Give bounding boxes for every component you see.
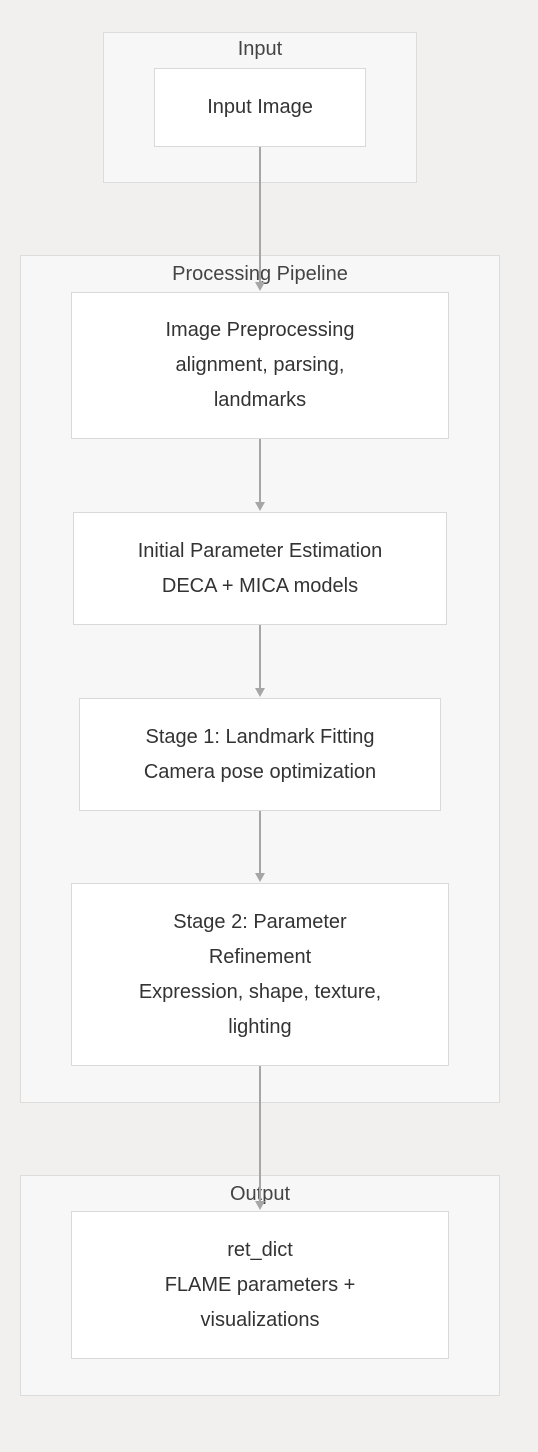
node-input-image-text: Input Image [207, 90, 313, 125]
node-ret-dict-line-2: FLAME parameters + [164, 1273, 356, 1296]
node-initial-parameter-estimation-line-2: DECA + MICA models [161, 574, 359, 597]
node-image-preprocessing: Image Preprocessing alignment, parsing, … [71, 292, 449, 439]
node-ret-dict-text: ret_dict FLAME parameters + visualizatio… [165, 1233, 356, 1338]
node-image-preprocessing-line-3: landmarks [213, 389, 307, 411]
cluster-input-label: Input [237, 38, 283, 60]
node-stage2-line-1: Stage 2: Parameter [173, 910, 347, 933]
node-stage1-line-1: Stage 1: Landmark Fitting [145, 725, 375, 748]
node-image-preprocessing-text: Image Preprocessing alignment, parsing, … [166, 313, 355, 418]
node-stage2-parameter-refinement-text: Stage 2: Parameter Refinement Expression… [139, 905, 381, 1045]
node-stage2-line-2: Refinement [208, 945, 312, 968]
node-ret-dict-line-1: ret_dict [227, 1238, 293, 1261]
node-stage1-landmark-fitting-text: Stage 1: Landmark Fitting Camera pose op… [144, 720, 376, 790]
node-stage2-parameter-refinement: Stage 2: Parameter Refinement Expression… [71, 883, 449, 1066]
cluster-processing-pipeline-label: Processing Pipeline [172, 263, 348, 285]
node-input-image: Input Image [154, 68, 366, 147]
node-ret-dict: ret_dict FLAME parameters + visualizatio… [71, 1211, 449, 1359]
node-initial-parameter-estimation-text: Initial Parameter Estimation DECA + MICA… [138, 534, 383, 604]
node-stage1-line-2: Camera pose optimization [143, 760, 377, 783]
node-initial-parameter-estimation-line-1: Initial Parameter Estimation [137, 539, 383, 562]
node-stage2-line-3: Expression, shape, texture, [138, 980, 382, 1003]
node-image-preprocessing-line-2: alignment, parsing, [175, 354, 345, 376]
node-image-preprocessing-line-1: Image Preprocessing [165, 319, 355, 341]
node-input-image-line-1: Input Image [207, 96, 313, 118]
cluster-output-label: Output [229, 1183, 291, 1205]
node-ret-dict-line-3: visualizations [200, 1308, 320, 1331]
node-stage1-landmark-fitting: Stage 1: Landmark Fitting Camera pose op… [79, 698, 441, 811]
node-stage2-line-4: lighting [228, 1015, 292, 1038]
node-initial-parameter-estimation: Initial Parameter Estimation DECA + MICA… [73, 512, 447, 625]
